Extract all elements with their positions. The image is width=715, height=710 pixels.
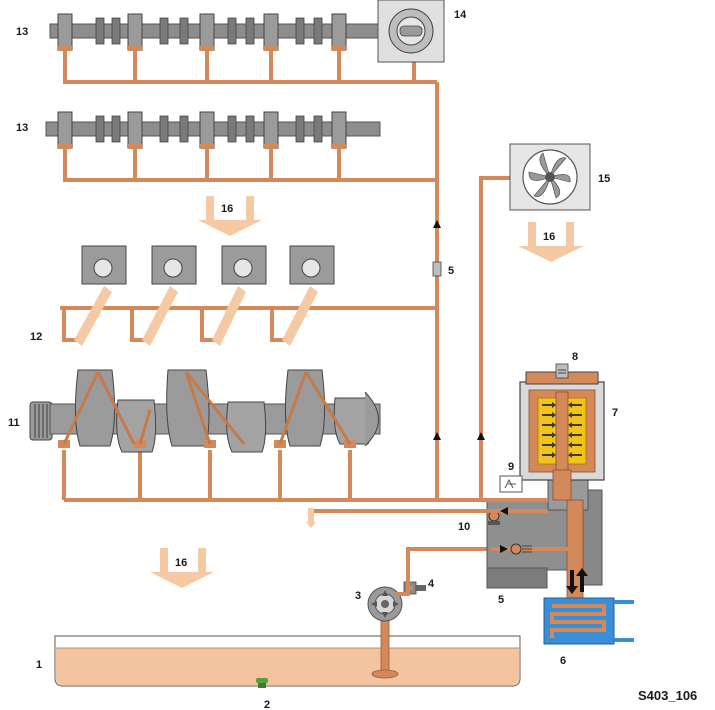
filter-element-arrows	[542, 402, 582, 458]
pistons	[81, 245, 335, 285]
label-5-riser: 5	[448, 265, 454, 277]
drain-plug	[256, 678, 268, 688]
camshaft-lower	[45, 111, 381, 149]
camshaft-upper	[49, 13, 381, 51]
camshaft-supply-lines	[63, 50, 437, 182]
label-13-lower: 13	[16, 122, 28, 134]
label-8: 8	[572, 351, 578, 363]
non-return-valve-lower	[510, 543, 532, 555]
label-13-upper: 13	[16, 26, 28, 38]
turbocharger	[509, 143, 591, 211]
label-15: 15	[598, 173, 610, 185]
label-3: 3	[355, 590, 361, 602]
label-5-valve: 5	[498, 594, 504, 606]
crankshaft-supply-lines	[62, 450, 352, 500]
label-14: 14	[454, 9, 467, 21]
oil-return-spray	[306, 508, 316, 528]
label-10: 10	[458, 521, 470, 533]
oil-pump	[367, 586, 403, 622]
cooler-flow-arrows	[566, 568, 588, 594]
oil-flow-direction-arrows	[433, 220, 508, 553]
filter-bypass-valve	[555, 363, 569, 379]
oil-sump	[54, 635, 521, 687]
non-return-valve-upper	[488, 510, 500, 525]
figure-code: S403_106	[638, 688, 697, 703]
pump-outlet-pipe	[396, 547, 491, 596]
return-flow-arrow-lower	[150, 548, 214, 588]
vacuum-pump	[377, 0, 445, 63]
label-4: 4	[428, 578, 435, 590]
label-11: 11	[8, 417, 20, 429]
piston-cooling-gallery	[60, 306, 437, 342]
label-2: 2	[264, 699, 270, 710]
crankshaft	[29, 369, 381, 453]
oil-pressure-switch	[499, 475, 523, 493]
piston-cooling-jets	[74, 286, 318, 346]
check-valve-riser	[432, 261, 442, 277]
label-12: 12	[30, 331, 42, 343]
return-flow-arrow-upper	[198, 196, 262, 236]
label-16-lower: 16	[175, 557, 187, 569]
label-16-turbo: 16	[543, 231, 555, 243]
crankshaft-oil-drillings	[62, 371, 352, 445]
label-16-upper: 16	[221, 203, 233, 215]
main-oil-gallery	[64, 498, 548, 513]
oil-cooler	[543, 597, 634, 645]
oil-filter-housing	[519, 371, 605, 501]
label-6: 6	[560, 655, 566, 667]
camshaft-bearing-shells	[58, 46, 346, 149]
label-7: 7	[612, 407, 618, 419]
gallery-risers	[435, 82, 510, 500]
return-flow-arrow-turbo	[518, 222, 584, 262]
label-9: 9	[508, 461, 514, 473]
label-1: 1	[36, 659, 42, 671]
